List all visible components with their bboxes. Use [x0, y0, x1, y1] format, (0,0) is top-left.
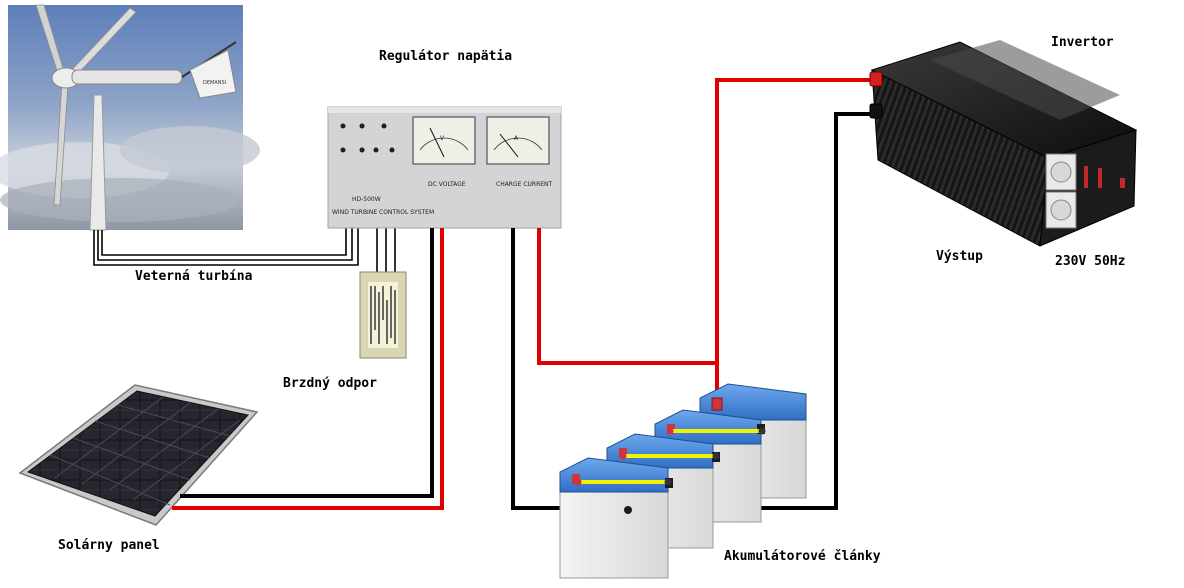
solar-panel-label: Solárny panel	[58, 538, 160, 553]
voltmeter-caption: DC VOLTAGE	[428, 181, 466, 188]
battery-1	[559, 457, 673, 579]
turbine-wires	[93, 228, 359, 266]
output-label: Výstup	[936, 249, 983, 264]
brake-wires	[376, 228, 396, 274]
inverter-positive-wire	[715, 78, 880, 405]
solar-negative-wire	[180, 228, 434, 498]
output-voltage-label: 230V 50Hz	[1055, 254, 1126, 269]
wind-turbine-photo: DEMANSI	[0, 4, 260, 231]
battery-label: Akumulátorové články	[724, 549, 881, 564]
voltmeter-letter: V	[440, 135, 445, 142]
regulator-system-text: WIND TURBINE CONTROL SYSTEM	[332, 209, 434, 216]
solar-positive-wire	[172, 228, 444, 510]
battery-bank	[559, 383, 807, 579]
regulator-label: Regulátor napätia	[379, 49, 513, 64]
inverter	[869, 40, 1138, 247]
brake-resistor	[359, 271, 407, 359]
brake-resistor-label: Brzdný odpor	[283, 376, 377, 391]
turbine-brand-text: DEMANSI	[203, 80, 226, 86]
battery-positive-wire	[537, 228, 717, 365]
turbine-label: Veterná turbína	[135, 269, 253, 284]
regulator-model: HD-500W	[352, 196, 381, 203]
solar-panel	[18, 384, 259, 526]
inverter-label: Invertor	[1051, 35, 1114, 50]
ammeter-letter: A	[514, 135, 519, 142]
voltage-regulator: V A DC VOLTAGE CHARGE CURRENT HD-500W WI…	[327, 106, 562, 229]
ammeter-caption: CHARGE CURRENT	[496, 181, 553, 188]
battery-negative-wire	[511, 112, 880, 510]
